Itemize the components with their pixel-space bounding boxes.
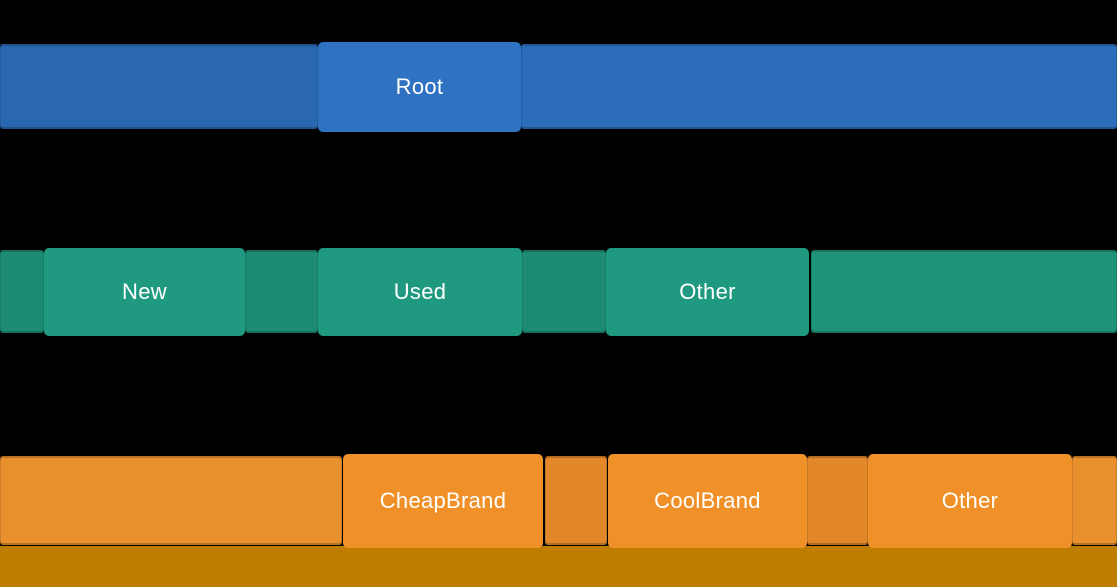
icicle-segment-filler	[245, 250, 318, 333]
icicle-segment-filler	[522, 250, 606, 333]
icicle-node-used-level2[interactable]: Used	[318, 248, 522, 336]
icicle-node-label: Root	[395, 74, 444, 99]
icicle-node-label: CheapBrand	[379, 488, 507, 513]
icicle-node-label: Used	[393, 279, 447, 304]
icicle-node-label: Other	[941, 488, 999, 513]
icicle-segment-filler	[811, 250, 1117, 333]
icicle-segment-filler	[521, 44, 1117, 129]
icicle-segment-filler	[0, 250, 44, 333]
icicle-node-other-level3[interactable]: Other	[868, 454, 1072, 548]
icicle-segment-filler	[0, 44, 318, 129]
icicle-node-coolbrand-level3[interactable]: CoolBrand	[608, 454, 807, 548]
icicle-segment-filler	[545, 456, 607, 545]
icicle-segment-filler	[1072, 456, 1117, 545]
icicle-segment-filler	[807, 456, 868, 545]
icicle-node-other-level2[interactable]: Other	[606, 248, 809, 336]
icicle-segment-filler	[0, 456, 342, 545]
icicle-node-cheapbrand-level3[interactable]: CheapBrand	[343, 454, 543, 548]
icicle-node-label: Other	[679, 279, 736, 304]
icicle-node-new-level2[interactable]: New	[44, 248, 245, 336]
icicle-node-label: CoolBrand	[654, 488, 761, 513]
icicle-node-label: New	[122, 279, 167, 304]
icicle-segment-filler	[0, 546, 1117, 587]
icicle-node-root-level1[interactable]: Root	[318, 42, 521, 132]
